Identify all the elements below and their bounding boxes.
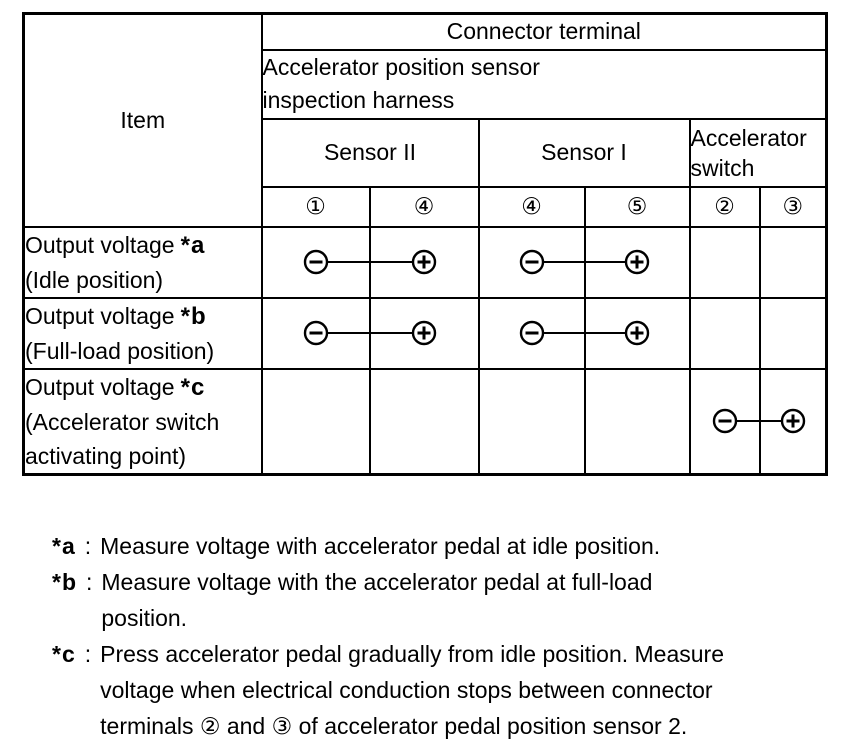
row-label: Output voltage*a bbox=[25, 231, 206, 259]
probe-wire bbox=[371, 332, 424, 334]
terminal-number-cell: ⑤ bbox=[583, 185, 691, 228]
minus-probe-icon bbox=[519, 321, 544, 346]
footnote-b: *b : Measure voltage with the accelerato… bbox=[52, 564, 724, 636]
probe-wire bbox=[315, 332, 368, 334]
footnote-marker: *b bbox=[52, 569, 77, 595]
minus-probe-icon bbox=[303, 250, 328, 275]
footnote-text: Measure voltage with accelerator pedal a… bbox=[100, 533, 661, 559]
footnote-marker: *c bbox=[180, 373, 206, 401]
empty-cell bbox=[758, 296, 828, 370]
accelerator-switch-header-cell: Accelerator switch bbox=[688, 117, 828, 188]
plus-probe-icon bbox=[411, 250, 437, 275]
probe-wire bbox=[586, 261, 637, 263]
item-header-cell: Item bbox=[22, 12, 263, 228]
probe-wire bbox=[531, 332, 583, 334]
table-row-output-voltage-a: Output voltage*a (Idle position) bbox=[22, 225, 828, 299]
minus-probe-icon bbox=[519, 250, 544, 275]
empty-cell bbox=[477, 367, 586, 475]
empty-cell bbox=[260, 367, 371, 475]
header-row-connector: Item Connector terminal bbox=[22, 12, 828, 228]
table-row-output-voltage-b: Output voltage*b (Full-load position) bbox=[22, 296, 828, 370]
empty-cell bbox=[688, 225, 761, 299]
row-sublabel: (Accelerator switch activating point) bbox=[25, 408, 220, 469]
row-sublabel: (Full-load position) bbox=[25, 337, 215, 364]
header-row-terminals: ① ④ ④ ⑤ ② ③ bbox=[24, 185, 828, 228]
probe-cell bbox=[477, 296, 586, 370]
footnote-text: Measure voltage with the accelerator ped… bbox=[101, 569, 653, 631]
footnote-marker: *c bbox=[52, 641, 76, 667]
footnotes: *a : Measure voltage with accelerator pe… bbox=[52, 528, 724, 744]
connector-terminal-table: Item Connector terminal Accelerator posi… bbox=[22, 12, 828, 476]
row-label-cell: Output voltage*c (Accelerator switch act… bbox=[22, 367, 263, 475]
empty-cell bbox=[368, 367, 480, 475]
plus-probe-icon bbox=[411, 321, 437, 346]
row-label: Output voltage*b bbox=[25, 302, 207, 330]
probe-wire bbox=[371, 261, 424, 263]
row-label-cell: Output voltage*b (Full-load position) bbox=[22, 296, 263, 370]
probe-cell bbox=[583, 296, 691, 370]
minus-probe-icon bbox=[303, 321, 328, 346]
probe-cell bbox=[368, 296, 480, 370]
probe-cell bbox=[688, 367, 761, 475]
terminal-number-cell: ② bbox=[688, 185, 761, 228]
plus-probe-icon bbox=[780, 409, 805, 434]
probe-wire bbox=[315, 261, 368, 263]
header-row-harness: Accelerator position sensor inspection h… bbox=[24, 48, 828, 120]
probe-cell bbox=[477, 225, 586, 299]
empty-cell bbox=[583, 367, 691, 475]
probe-cell bbox=[260, 296, 371, 370]
footnote-colon: : bbox=[84, 533, 92, 559]
plus-probe-icon bbox=[624, 321, 650, 346]
minus-probe-icon bbox=[712, 409, 737, 434]
footnote-c: *c : Press accelerator pedal gradually f… bbox=[52, 636, 724, 744]
harness-header-cell: Accelerator position sensor inspection h… bbox=[260, 48, 828, 120]
footnote-a: *a : Measure voltage with accelerator pe… bbox=[52, 528, 724, 564]
sensor-2-header-cell: Sensor II bbox=[260, 117, 480, 188]
footnote-marker: *a bbox=[52, 533, 76, 559]
row-label-cell: Output voltage*a (Idle position) bbox=[22, 225, 263, 299]
probe-wire bbox=[761, 420, 793, 422]
footnote-colon: : bbox=[84, 641, 92, 667]
footnote-colon: : bbox=[86, 569, 93, 595]
row-label: Output voltage*c bbox=[25, 373, 206, 401]
sensor-1-header-cell: Sensor I bbox=[477, 117, 691, 188]
probe-wire bbox=[586, 332, 637, 334]
empty-cell bbox=[688, 296, 761, 370]
terminal-number-cell: ④ bbox=[368, 185, 480, 228]
probe-cell bbox=[583, 225, 691, 299]
terminal-number-cell: ③ bbox=[758, 185, 828, 228]
plus-probe-icon bbox=[624, 250, 650, 275]
probe-cell bbox=[368, 225, 480, 299]
probe-cell bbox=[758, 367, 828, 475]
footnote-text: Press accelerator pedal gradually from i… bbox=[100, 641, 725, 739]
terminal-number-cell: ① bbox=[260, 185, 371, 228]
footnote-marker: *b bbox=[180, 302, 207, 330]
probe-wire bbox=[531, 261, 583, 263]
probe-wire bbox=[724, 420, 758, 422]
table-row-output-voltage-c: Output voltage*c (Accelerator switch act… bbox=[22, 367, 828, 475]
footnote-marker: *a bbox=[180, 231, 206, 259]
header-row-sensor-groups: Sensor II Sensor I Accelerator switch bbox=[24, 117, 828, 188]
empty-cell bbox=[758, 225, 828, 299]
row-sublabel: (Idle position) bbox=[25, 266, 164, 293]
terminal-number-cell: ④ bbox=[477, 185, 586, 228]
connector-terminal-header-cell: Connector terminal bbox=[260, 12, 828, 51]
probe-cell bbox=[260, 225, 371, 299]
